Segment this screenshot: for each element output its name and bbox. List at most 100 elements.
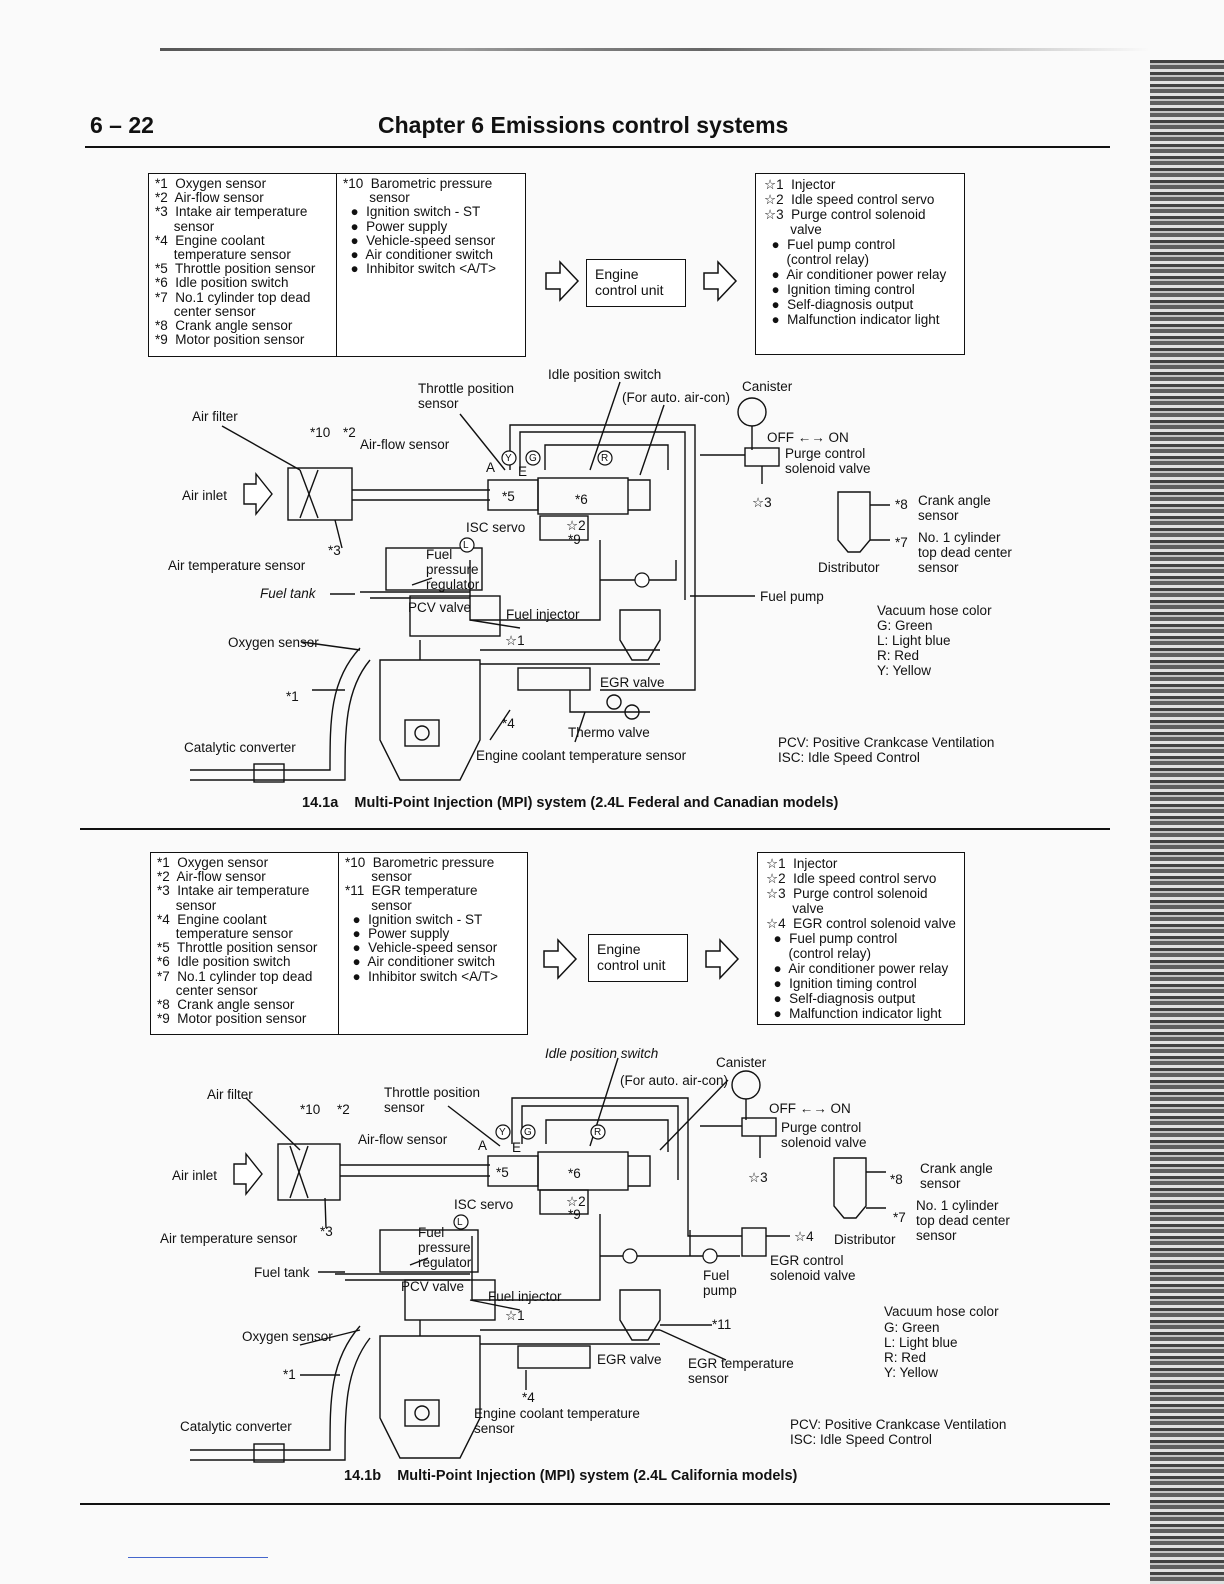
- figA-input-item: *6 Idle position switch: [155, 275, 289, 291]
- figA-pcv-definition: PCV: Positive Crankcase Ventilation: [778, 735, 995, 750]
- figA-arrow-in-icon: [545, 260, 580, 302]
- figB-caption: 14.1b Multi-Point Injection (MPI) system…: [344, 1468, 798, 1484]
- figB-catalytic-converter-label: Catalytic converter: [180, 1419, 292, 1434]
- figA-fuel-pressure-regulator-label: Fuel pressure regulator: [426, 547, 480, 592]
- figB-n7-label: *7: [893, 1210, 906, 1225]
- figA-fuel-pump-label: Fuel pump: [760, 589, 824, 604]
- figA-n5-label: *5: [502, 489, 515, 504]
- figA-output-item: ● Air conditioner power relay: [764, 267, 947, 282]
- figB-input-item: ● Vehicle-speed sensor: [345, 940, 498, 956]
- figA-no1-cylinder-label: No. 1 cylinder top dead center sensor: [918, 530, 1012, 575]
- figA-star1-label: ☆1: [505, 633, 525, 648]
- figA-input-item: *10 Barometric pressure: [343, 176, 493, 191]
- figB-distributor-label: Distributor: [834, 1232, 896, 1247]
- figB-input-item: ● Power supply: [345, 926, 450, 942]
- figB-output-item: ☆1 Injector: [766, 856, 838, 871]
- figB-output-item: ☆3 Purge control solenoid: [766, 886, 928, 901]
- figA-input-item: *2 Air-flow sensor: [155, 190, 264, 206]
- figA-engine-coolant-label: Engine coolant temperature sensor: [476, 748, 687, 763]
- figB-oxygen-sensor-label: Oxygen sensor: [242, 1329, 333, 1344]
- figB-engine-block-shape: [379, 1335, 481, 1459]
- figA-vacuum-hose-color-label: Vacuum hose color: [877, 603, 992, 618]
- figB-input-item: ● Ignition switch - ST: [345, 911, 483, 927]
- figA-ecu-line2: control unit: [595, 282, 664, 298]
- figB-pcv-definition: PCV: Positive Crankcase Ventilation: [790, 1417, 1007, 1432]
- figB-canister-icon: [731, 1070, 761, 1100]
- figA-l-light-blue-label: L: Light blue: [877, 633, 951, 648]
- figB-fuel-pump-label: Fuel pump: [703, 1268, 737, 1298]
- figA-idle-position-switch-label: Idle position switch: [548, 367, 662, 382]
- figA-purge-control-label: Purge control solenoid valve: [785, 446, 871, 476]
- figA-input-item: ● Inhibitor switch <A/T>: [343, 261, 496, 277]
- figB-crank-angle-label: Crank angle sensor: [920, 1161, 993, 1191]
- figB-purge-control-label: Purge control solenoid valve: [781, 1120, 867, 1150]
- scan-binding-edge: [1150, 60, 1224, 1584]
- figB-input-item: temperature sensor: [157, 926, 293, 942]
- figA-air-filter-label: Air filter: [192, 409, 238, 424]
- figB-inputs-box: *1 Oxygen sensor*2 Air-flow sensor*3 Int…: [150, 852, 528, 1035]
- figA-r-red-label: R: Red: [877, 648, 920, 663]
- figA-n7-label: *7: [895, 535, 908, 550]
- figA-output-item: ● Fuel pump control: [764, 237, 896, 252]
- figB-star3-label: ☆3: [748, 1170, 768, 1185]
- figB-egr-temp-sensor-label: EGR temperature sensor: [688, 1356, 794, 1386]
- figB-input-item: *5 Throttle position sensor: [157, 940, 318, 956]
- figB-output-item: valve: [766, 901, 824, 916]
- figA-engine-block-shape: [379, 659, 481, 781]
- figB-l-light-blue-label: L: Light blue: [884, 1335, 958, 1350]
- figB-input-item: *7 No.1 cylinder top dead: [157, 968, 313, 984]
- figB-input-item: *4 Engine coolant: [157, 911, 267, 927]
- figA-isc-definition: ISC: Idle Speed Control: [778, 750, 920, 765]
- figA-a-label: A: [486, 460, 496, 475]
- figB-output-item: ● Air conditioner power relay: [766, 961, 949, 976]
- figB-input-item: ● Inhibitor switch <A/T>: [345, 968, 498, 984]
- figA-egr-valve-label: EGR valve: [600, 675, 665, 690]
- figA-n2-label: *2: [343, 425, 356, 440]
- figA-input-item: ● Power supply: [343, 218, 448, 234]
- figB-star4-label: ☆4: [794, 1229, 814, 1244]
- figB-n5-label: *5: [496, 1165, 509, 1180]
- figA-input-item: ● Ignition switch - ST: [343, 204, 481, 220]
- figB-ecu-line2: control unit: [597, 957, 666, 973]
- figA-n8-label: *8: [895, 497, 908, 512]
- figB-input-item: *9 Motor position sensor: [157, 1011, 307, 1027]
- figA-distributor-label: Distributor: [818, 560, 880, 575]
- figA-star2-label: ☆2: [566, 518, 586, 533]
- figB-pcv-valve-label: PCV valve: [401, 1279, 465, 1294]
- figA-n1-label: *1: [286, 689, 299, 704]
- figA-output-item: ● Malfunction indicator light: [764, 312, 940, 327]
- figB-input-item: *3 Intake air temperature: [157, 883, 310, 899]
- figB-air-flow-sensor-label: Air-flow sensor: [358, 1132, 448, 1147]
- figA-input-item: *4 Engine coolant: [155, 232, 265, 248]
- figA-n9-label: *9: [568, 532, 581, 547]
- figA-input-item: *8 Crank angle sensor: [155, 318, 293, 334]
- figB-isc-definition: ISC: Idle Speed Control: [790, 1432, 932, 1447]
- figA-air-inlet-label: Air inlet: [182, 488, 228, 503]
- figA-inputs-box: *1 Oxygen sensor*2 Air-flow sensor*3 Int…: [148, 173, 526, 357]
- figA-hose-g-label: G: [529, 453, 537, 464]
- figA-input-item: center sensor: [155, 303, 256, 319]
- figA-caption: 14.1a Multi-Point Injection (MPI) system…: [302, 795, 839, 811]
- figA-star3-label: ☆3: [752, 495, 772, 510]
- figB-air-inlet-icon: [233, 1152, 263, 1196]
- figB-inputs-right: *10 Barometric pressure sensor*11 EGR te…: [339, 853, 527, 1034]
- figB-input-item: *8 Crank angle sensor: [157, 997, 295, 1013]
- figB-outputs-box: ☆1 Injector☆2 Idle speed control servo☆3…: [757, 852, 965, 1025]
- figA-output-item: (control relay): [764, 252, 870, 267]
- chapter-title: Chapter 6 Emissions control systems: [378, 112, 789, 138]
- figB-n9-label: *9: [568, 1207, 581, 1222]
- figB-arrow-in-icon: [543, 938, 578, 980]
- figB-arrow-out-icon: [705, 938, 740, 980]
- figB-input-item: *6 Idle position switch: [157, 954, 291, 970]
- figB-hose-y-label: Y: [499, 1127, 506, 1138]
- figB-y-yellow-label: Y: Yellow: [884, 1365, 939, 1380]
- figA-off-on-label: OFF ←→ ON: [767, 430, 849, 445]
- figB-n6-label: *6: [568, 1166, 581, 1181]
- figB-fuel-pressure-regulator-label: Fuel pressure regulator: [418, 1225, 472, 1270]
- figA-hose-y-label: Y: [505, 453, 512, 464]
- figB-fuel-injector-label: Fuel injector: [488, 1289, 562, 1304]
- figB-g-green-label: G: Green: [884, 1320, 940, 1335]
- figA-oxygen-sensor-label: Oxygen sensor: [228, 635, 319, 650]
- figB-air-temperature-sensor-label: Air temperature sensor: [160, 1231, 298, 1246]
- figA-e-label: E: [518, 464, 528, 479]
